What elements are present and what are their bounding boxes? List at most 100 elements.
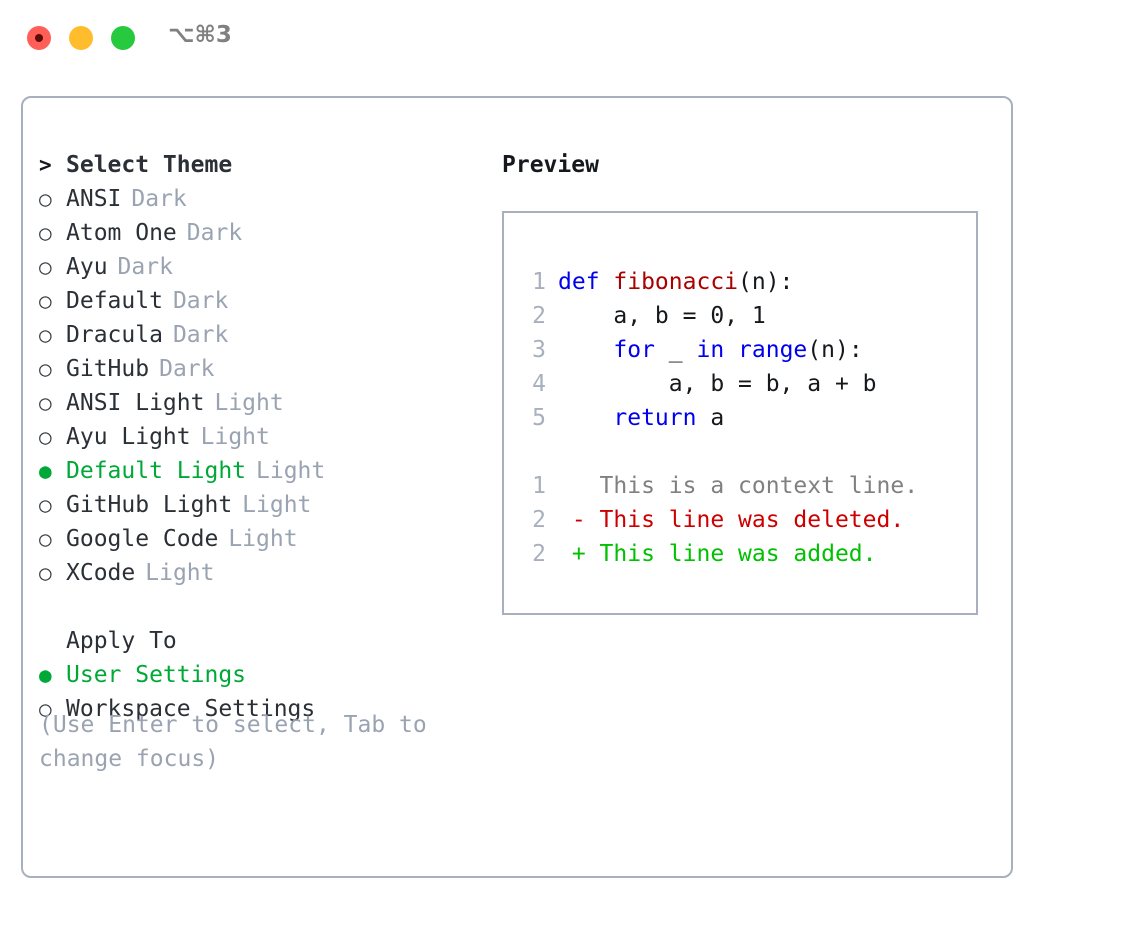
theme-option-variant: Dark xyxy=(131,186,187,212)
theme-option-label: GitHub xyxy=(66,356,150,382)
theme-option-variant: Light xyxy=(145,560,215,586)
theme-option-row[interactable]: ○ GitHub Light Light xyxy=(39,488,479,522)
radio-unselected-icon: ○ xyxy=(39,357,52,381)
theme-option-label: Default xyxy=(66,288,163,314)
code-token: a xyxy=(696,405,725,431)
radio-selected-icon: ● xyxy=(39,663,52,687)
theme-option-variant: Dark xyxy=(159,356,215,382)
code-line: 5 return a xyxy=(518,401,918,435)
theme-option-label: Atom One xyxy=(66,220,177,246)
theme-option-label: GitHub Light xyxy=(66,492,233,518)
keyboard-hint-text: (Use Enter to select, Tab to change focu… xyxy=(39,712,427,772)
radio-unselected-icon: ○ xyxy=(39,255,52,279)
code-token: in xyxy=(696,337,725,363)
code-token xyxy=(558,337,613,363)
theme-option-row[interactable]: ○ Dracula Dark xyxy=(39,318,479,352)
apply-to-option-row[interactable]: ● User Settings xyxy=(39,658,479,692)
code-token: _ xyxy=(654,337,697,363)
apply-to-option-label: User Settings xyxy=(66,662,247,688)
diff-line: 1 This is a context line. xyxy=(518,469,918,503)
radio-unselected-icon: ○ xyxy=(39,527,52,551)
theme-option-variant: Dark xyxy=(172,288,229,314)
theme-option-variant: Dark xyxy=(117,254,173,280)
code-diff-separator xyxy=(518,435,918,469)
code-token: for xyxy=(613,337,655,363)
prompt-caret-icon: > xyxy=(39,153,52,177)
radio-unselected-icon: ○ xyxy=(39,289,52,313)
theme-option-row[interactable]: ○ GitHub Dark xyxy=(39,352,479,386)
code-token: fibonacci xyxy=(613,269,739,295)
apply-to-title: Apply To xyxy=(66,628,177,654)
line-number: 1 xyxy=(532,269,546,295)
close-button[interactable] xyxy=(27,26,51,50)
radio-unselected-icon: ○ xyxy=(39,425,52,449)
diff-sign: + xyxy=(558,541,586,567)
diff-text: This is a context line. xyxy=(585,473,919,499)
apply-to-option-row[interactable]: ○Workspace Settings xyxy=(39,692,479,726)
theme-option-row[interactable]: ○ XCode Light xyxy=(39,556,479,590)
minimize-button[interactable] xyxy=(69,26,93,50)
theme-option-variant: Light xyxy=(242,492,312,518)
theme-option-variant: Dark xyxy=(172,322,229,348)
theme-option-label: XCode xyxy=(66,560,136,586)
radio-unselected-icon: ○ xyxy=(39,561,52,585)
radio-selected-icon: ● xyxy=(39,459,52,483)
theme-option-label: Google Code xyxy=(66,526,219,552)
code-line: 3 for _ in range(n): xyxy=(518,333,918,367)
theme-option-label: ANSI xyxy=(66,186,122,212)
diff-text: This line was deleted. xyxy=(585,507,905,533)
diff-line: 2 - This line was deleted. xyxy=(518,503,918,537)
list-spacer xyxy=(39,590,479,624)
radio-unselected-icon: ○ xyxy=(39,697,52,721)
code-token: (n): xyxy=(807,337,863,363)
maximize-button[interactable] xyxy=(111,26,135,50)
line-number: 2 xyxy=(532,507,546,533)
theme-option-label: Default Light xyxy=(66,458,247,484)
apply-to-options-list: ● User Settings ○Workspace Settings xyxy=(39,658,479,726)
select-theme-header: > Select Theme xyxy=(39,148,479,182)
theme-option-row[interactable]: ○ ANSI Dark xyxy=(39,182,479,216)
code-token: a, b = b, a + b xyxy=(558,371,877,397)
code-token: return xyxy=(613,405,697,431)
code-token: range xyxy=(738,337,808,363)
diff-line: 2 + This line was added. xyxy=(518,537,918,571)
line-number: 2 xyxy=(532,303,546,329)
theme-option-label: Dracula xyxy=(66,322,163,348)
radio-unselected-icon: ○ xyxy=(39,323,52,347)
theme-option-row[interactable]: ○ Default Dark xyxy=(39,284,479,318)
theme-option-variant: Light xyxy=(214,390,284,416)
code-line: 2 a, b = 0, 1 xyxy=(518,299,918,333)
keyboard-shortcut-label: ⌥⌘3 xyxy=(168,22,232,48)
select-theme-title: Select Theme xyxy=(66,152,233,178)
line-number: 3 xyxy=(532,337,546,363)
diff-sign xyxy=(558,473,586,499)
preview-title: Preview xyxy=(502,152,599,178)
diff-text: This line was added. xyxy=(585,541,877,567)
diff-sign: - xyxy=(558,507,586,533)
code-token: def xyxy=(558,269,614,295)
apply-to-marker-placeholder xyxy=(39,624,66,658)
code-token xyxy=(724,337,738,363)
radio-unselected-icon: ○ xyxy=(39,493,52,517)
line-number: 5 xyxy=(532,405,546,431)
apply-to-header: Apply To xyxy=(39,624,479,658)
line-number: 4 xyxy=(532,371,546,397)
code-token xyxy=(558,405,613,431)
theme-option-variant: Dark xyxy=(186,220,243,246)
radio-unselected-icon: ○ xyxy=(39,187,52,211)
line-number: 1 xyxy=(532,473,546,499)
radio-unselected-icon: ○ xyxy=(39,391,52,415)
